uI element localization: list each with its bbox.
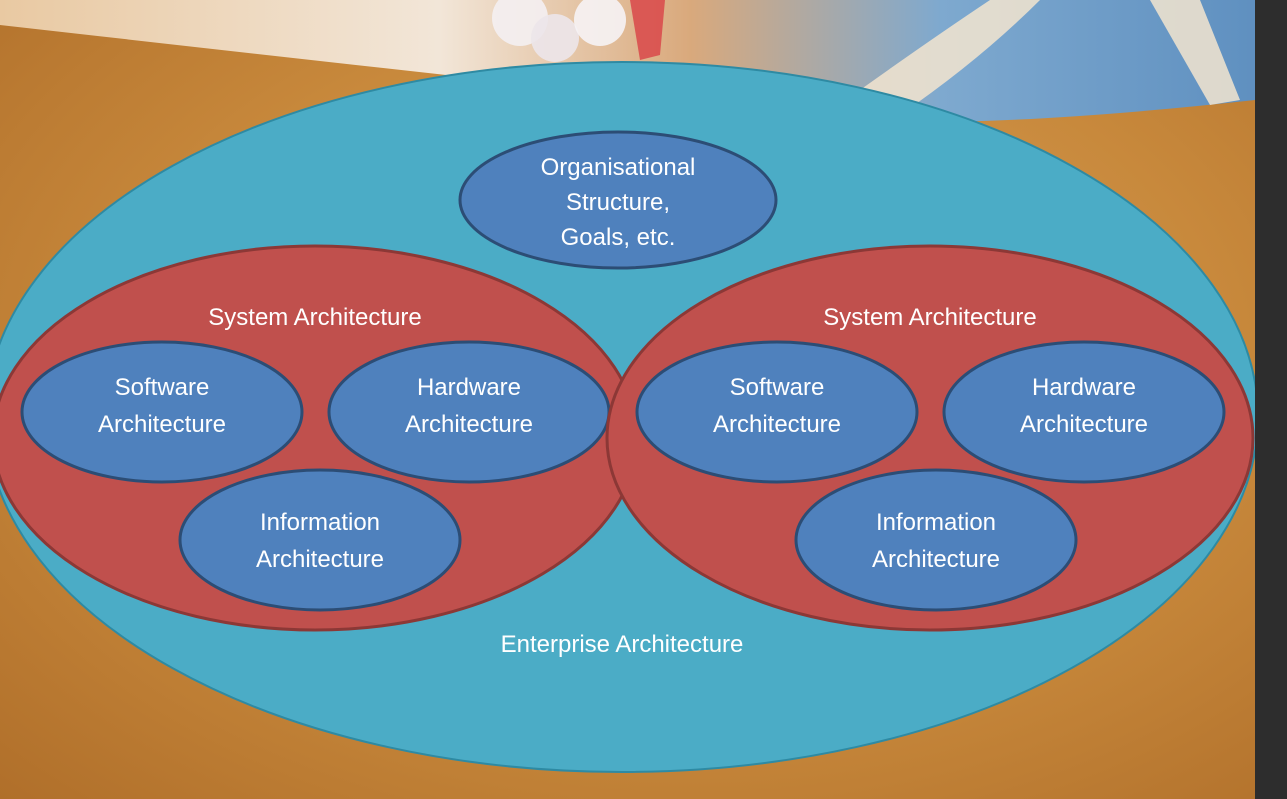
information-architecture-ellipse-right [794,468,1078,612]
hardware-label-left-2: Architecture [405,411,533,438]
org-label-line3: Goals, etc. [561,224,676,251]
information-architecture-ellipse-left [178,468,462,612]
system-architecture-title-left: System Architecture [208,304,421,331]
system-architecture-title-right: System Architecture [823,304,1036,331]
enterprise-architecture-label: Enterprise Architecture [501,631,744,658]
software-label-left-1: Software [115,374,210,401]
software-label-right-2: Architecture [713,411,841,438]
information-label-right-1: Information [876,509,996,536]
org-label-line1: Organisational [541,154,696,181]
hardware-label-right-1: Hardware [1032,374,1136,401]
hardware-label-left-1: Hardware [417,374,521,401]
software-architecture-ellipse-right [635,340,919,484]
hardware-architecture-ellipse-right [942,340,1226,484]
software-architecture-ellipse-left [20,340,304,484]
header-photo [0,0,1255,122]
software-label-right-1: Software [730,374,825,401]
software-label-left-2: Architecture [98,411,226,438]
information-label-left-1: Information [260,509,380,536]
organisational-structure-ellipse [458,130,778,270]
right-panel-edge [1255,0,1287,799]
information-label-right-2: Architecture [872,546,1000,573]
hardware-label-right-2: Architecture [1020,411,1148,438]
information-label-left-2: Architecture [256,546,384,573]
slide-background: Organisational Structure, Goals, etc. Sy… [0,0,1255,799]
architecture-diagram: Organisational Structure, Goals, etc. Sy… [0,0,1255,773]
org-label-line2: Structure, [566,189,670,216]
